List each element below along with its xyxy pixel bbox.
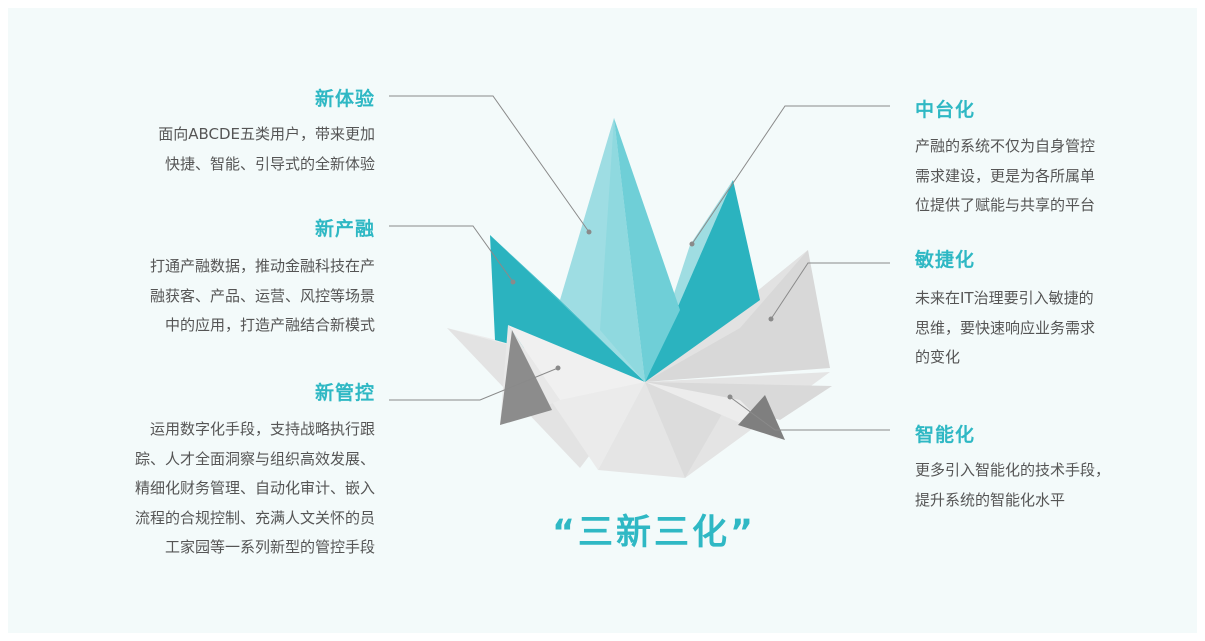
desc-line: 的变化: [915, 348, 961, 366]
desc-line: 精细化财务管理、自动化审计、嵌入: [134, 479, 375, 497]
block-title-new-control: 新管控: [314, 382, 375, 404]
desc-line: 融获客、产品、运营、风控等场景: [149, 286, 375, 305]
desc-line: 快捷、智能、引导式的全新体验: [164, 154, 375, 173]
desc-line: 产融的系统不仅为自身管控: [915, 137, 1096, 155]
slogan-title: “三新三化”: [552, 513, 757, 553]
block-title-intelligent: 智能化: [915, 424, 976, 446]
block-title-agile: 敏捷化: [915, 249, 976, 271]
block-title-new-experience: 新体验: [314, 88, 375, 110]
block-title-middle-platform: 中台化: [915, 99, 976, 121]
block-title-new-finance: 新产融: [314, 218, 375, 240]
block-desc-middle-platform: 产融的系统不仅为自身管控 需求建设，更是为各所属单 位提供了赋能与共享的平台: [915, 132, 1095, 221]
desc-line: 踪、人才全面洞察与组织高效发展、: [134, 449, 375, 468]
desc-line: 需求建设，更是为各所属单: [915, 166, 1096, 185]
desc-line: 面向ABCDE五类用户，带来更加: [158, 125, 375, 143]
block-desc-new-experience: 面向ABCDE五类用户，带来更加 快捷、智能、引导式的全新体验: [158, 120, 375, 179]
desc-line: 流程的合规控制、充满人文关怀的员: [134, 508, 375, 527]
block-desc-intelligent: 更多引入智能化的技术手段， 提升系统的智能化水平: [915, 456, 1110, 515]
desc-line: 更多引入智能化的技术手段，: [915, 461, 1111, 479]
block-desc-agile: 未来在IT治理要引入敏捷的 思维，要快速响应业务需求 的变化: [915, 284, 1095, 373]
desc-line: 运用数字化手段，支持战略执行跟: [149, 420, 375, 438]
desc-line: 中的应用，打造产融结合新模式: [164, 316, 375, 334]
block-desc-new-finance: 打通产融数据，推动金融科技在产 融获客、产品、运营、风控等场景 中的应用，打造产…: [150, 252, 375, 341]
desc-line: 思维，要快速响应业务需求: [915, 318, 1096, 337]
desc-line: 未来在IT治理要引入敏捷的: [915, 289, 1094, 307]
desc-line: 提升系统的智能化水平: [915, 490, 1066, 509]
block-desc-new-control: 运用数字化手段，支持战略执行跟 踪、人才全面洞察与组织高效发展、 精细化财务管理…: [135, 415, 375, 563]
desc-line: 工家园等一系列新型的管控手段: [164, 538, 375, 556]
desc-line: 位提供了赋能与共享的平台: [915, 196, 1096, 214]
desc-line: 打通产融数据，推动金融科技在产: [149, 257, 375, 275]
